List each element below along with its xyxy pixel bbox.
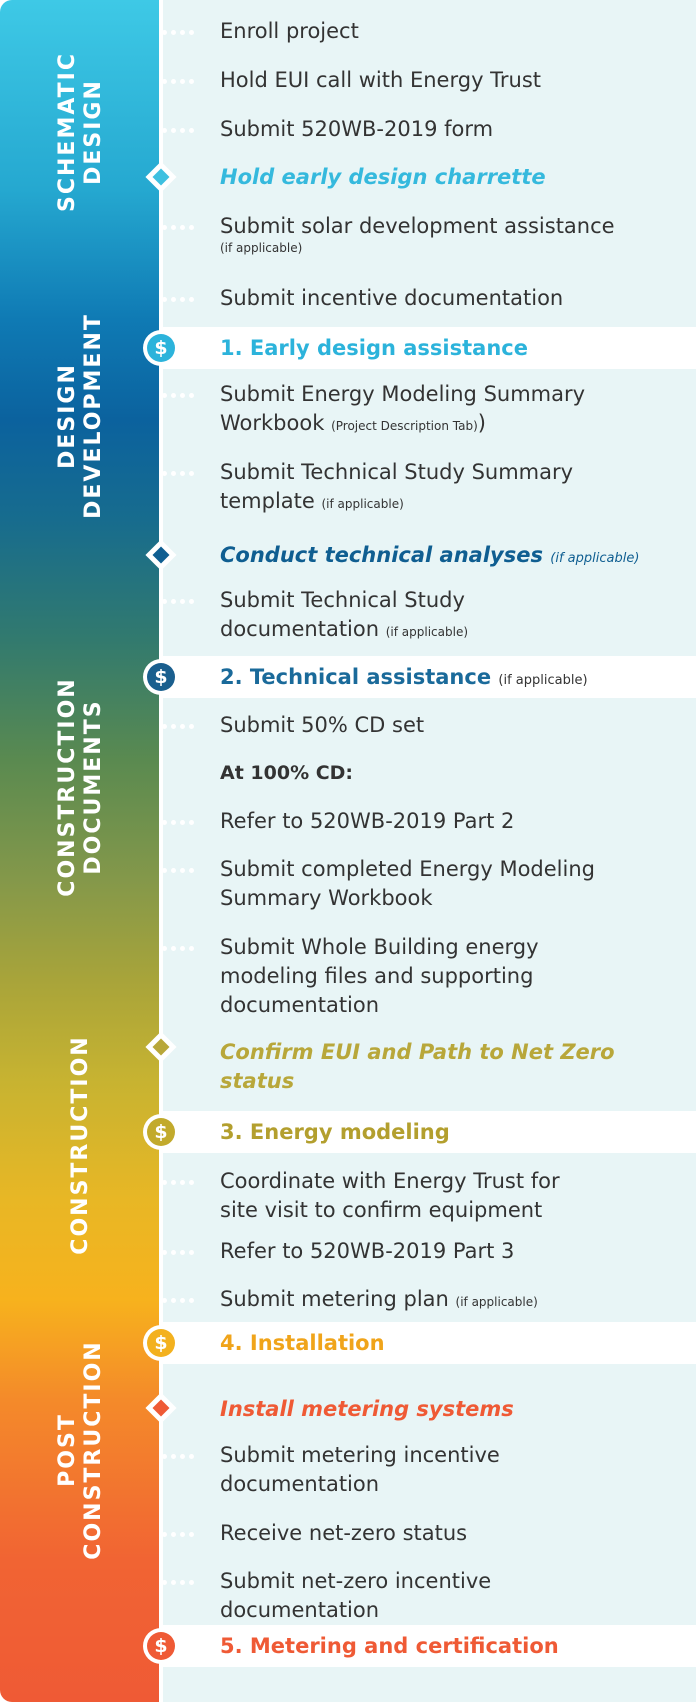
milestone-bar-2: 2. Technical assistance (if applicable) (161, 656, 696, 698)
task-text-highlight: Hold early design charrette (220, 165, 546, 189)
task-text: Coordinate with Energy Trust for site vi… (220, 1169, 560, 1222)
dollar-coin-icon: $ (143, 1628, 179, 1664)
task-text: Submit solar development assistance (if … (220, 214, 615, 255)
task-text: Hold EUI call with Energy Trust (220, 68, 542, 92)
dotted-connector (162, 1250, 198, 1256)
task-text: Submit incentive documentation (220, 286, 564, 310)
milestone-label-3: 3. Energy modeling (220, 1120, 450, 1144)
dotted-connector (162, 297, 198, 303)
task-text: Submit 520WB-2019 form (220, 117, 494, 141)
stage-gradient-band (0, 0, 161, 1702)
dotted-connector (162, 820, 198, 826)
task-text: Submit Technical Study documentation (if… (220, 588, 469, 641)
milestone-bar-4: 4. Installation (161, 1322, 696, 1364)
dotted-connector (162, 30, 198, 36)
milestone-bar-3: 3. Energy modeling (161, 1111, 696, 1153)
task-text: Enroll project (220, 19, 359, 43)
dollar-coin-icon: $ (143, 659, 179, 695)
task-text-highlight: Confirm EUI and Path to Net Zero status (220, 1040, 615, 1093)
task-text: Submit Whole Building energy modeling fi… (220, 935, 539, 1017)
stage-label-construction: CONSTRUCTION (68, 1035, 93, 1255)
task-text: Submit Energy Modeling Summary Workbook … (220, 382, 586, 435)
task-text-highlight: Conduct technical analyses (if applicabl… (220, 543, 640, 567)
milestone-label-1: 1. Early design assistance (220, 336, 528, 360)
dotted-connector (162, 1180, 198, 1186)
dotted-connector (162, 79, 198, 85)
dotted-connector (162, 724, 198, 730)
task-text: Submit Technical Study Summary template … (220, 460, 574, 513)
task-text: Receive net-zero status (220, 1521, 468, 1545)
dotted-connector (162, 128, 198, 134)
dotted-connector (162, 393, 198, 399)
content-background (161, 0, 696, 1702)
dotted-connector (162, 471, 198, 477)
dotted-connector (162, 1532, 198, 1538)
timeline-line (159, 0, 163, 1702)
section-heading: At 100% CD: (220, 762, 354, 784)
task-text: Refer to 520WB-2019 Part 3 (220, 1239, 515, 1263)
milestone-bar-5: 5. Metering and certification (161, 1625, 696, 1667)
milestone-label-4: 4. Installation (220, 1331, 385, 1355)
task-text: Submit 50% CD set (220, 713, 425, 737)
dotted-connector (162, 1298, 198, 1304)
task-text: Refer to 520WB-2019 Part 2 (220, 809, 515, 833)
task-text-highlight: Install metering systems (220, 1397, 514, 1421)
dotted-connector (162, 946, 198, 952)
task-text: Submit metering incentive documentation (220, 1443, 500, 1496)
milestone-label-5: 5. Metering and certification (220, 1634, 559, 1658)
milestone-label-2: 2. Technical assistance (if applicable) (220, 665, 588, 689)
dollar-coin-icon: $ (143, 1325, 179, 1361)
dotted-connector (162, 868, 198, 874)
dollar-coin-icon: $ (143, 330, 179, 366)
dotted-connector (162, 599, 198, 605)
task-text: Submit metering plan (if applicable) (220, 1287, 538, 1311)
dotted-connector (162, 225, 198, 231)
milestone-bar-1: 1. Early design assistance (161, 327, 696, 369)
task-text: Submit net-zero incentive documentation (220, 1569, 492, 1622)
dotted-connector (162, 1580, 198, 1586)
dollar-coin-icon: $ (143, 1114, 179, 1150)
dotted-connector (162, 1454, 198, 1460)
task-text: Submit completed Energy Modeling Summary… (220, 857, 595, 910)
